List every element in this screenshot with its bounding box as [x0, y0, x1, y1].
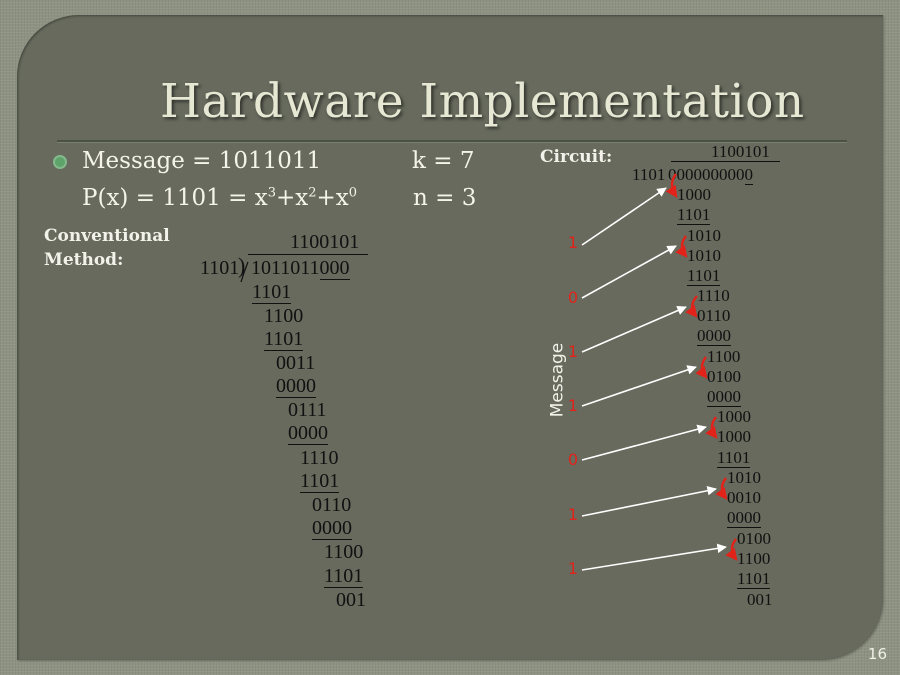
message-bit: 0: [567, 288, 579, 307]
message-bit: 1: [567, 342, 579, 361]
remainder: 001: [747, 590, 773, 609]
step-row: 1000: [677, 185, 711, 204]
step-row: 1010: [727, 468, 761, 487]
step-row: 0110: [312, 494, 352, 516]
poly-exp-0: 0: [348, 185, 358, 201]
quotient: 1100101: [711, 142, 770, 161]
division-bar: [248, 254, 368, 255]
step-row: 1110: [697, 286, 730, 305]
message-bit: 1: [567, 233, 579, 252]
poly-exp-3: 3: [267, 185, 276, 201]
step-row: 1101: [677, 205, 711, 225]
step-row: 1010: [687, 226, 721, 245]
slide-title: Hardware Implementation: [160, 74, 805, 129]
step-row: 0100: [707, 367, 741, 386]
message-axis-label: Message: [547, 342, 568, 418]
step-row: 0000: [707, 387, 741, 407]
message-bit: 1: [567, 559, 579, 578]
poly-term: +x: [275, 185, 309, 211]
division-bar: [671, 161, 780, 162]
title-divider: [57, 140, 847, 143]
conventional-label-line2: Method:: [44, 250, 124, 270]
step-row: 0000: [697, 326, 731, 346]
step-row: 0000: [312, 517, 352, 540]
step-row: 1101: [687, 266, 721, 286]
step-row: 0010: [727, 488, 761, 507]
k-value: k = 7: [412, 148, 475, 174]
slide-panel: [17, 15, 883, 660]
message-bit: 1: [567, 396, 579, 415]
step-row: 1101: [717, 448, 751, 468]
step-row: 1000: [717, 407, 751, 426]
dividend: 1011011000: [251, 257, 350, 280]
message-bit: 1: [567, 505, 579, 524]
quotient: 1100101: [290, 231, 360, 253]
step-row: 0011: [276, 352, 316, 374]
step-row: 1000: [717, 427, 751, 446]
poly-prefix: P(x) = 1101 = x: [82, 185, 268, 211]
circuit-label: Circuit:: [540, 147, 613, 167]
step-row: 1100: [324, 541, 364, 563]
dividend: 0000000000: [668, 165, 753, 185]
step-row: 0000: [727, 508, 761, 528]
message-bit: 0: [567, 450, 579, 469]
message-value: Message = 1011011: [82, 148, 322, 174]
dividend-appended-zeros: 000: [319, 257, 350, 280]
bullet-circle-icon: [55, 157, 65, 167]
step-row: 1100: [707, 347, 741, 366]
divisor: 1101: [632, 165, 666, 184]
page-number: 16: [867, 645, 887, 663]
n-value: n = 3: [413, 185, 477, 211]
conventional-label-line1: Conventional: [44, 226, 170, 246]
dividend-tail: 0: [744, 165, 753, 185]
step-row: 1101: [252, 281, 292, 304]
message-definition: Message = 1011011: [82, 148, 321, 174]
step-row: 1100: [264, 305, 304, 327]
step-row: 0000: [288, 422, 328, 445]
dividend-message: 1011011: [251, 257, 320, 279]
divisor: 1101: [200, 257, 240, 279]
dividend-zeros: 000000000: [668, 165, 745, 184]
step-row: 1101: [737, 569, 771, 589]
polynomial-definition: P(x) = 1101 = x3+x2+x0: [82, 185, 357, 211]
poly-exp-2: 2: [308, 185, 317, 201]
step-row: 1101: [264, 328, 304, 351]
step-row: 1101: [300, 470, 340, 493]
step-row: 1010: [687, 246, 721, 265]
step-row: 1100: [737, 549, 771, 568]
step-row: 1110: [300, 447, 339, 469]
step-row: 1101: [324, 565, 364, 588]
step-row: 0000: [276, 375, 316, 398]
conventional-label: Conventional Method:: [44, 224, 170, 272]
division-bracket: ): [238, 253, 246, 278]
step-row: 0111: [288, 399, 327, 421]
remainder: 001: [336, 589, 366, 611]
step-row: 0110: [697, 306, 731, 325]
poly-term: +x: [316, 185, 349, 211]
step-row: 0100: [737, 529, 771, 548]
